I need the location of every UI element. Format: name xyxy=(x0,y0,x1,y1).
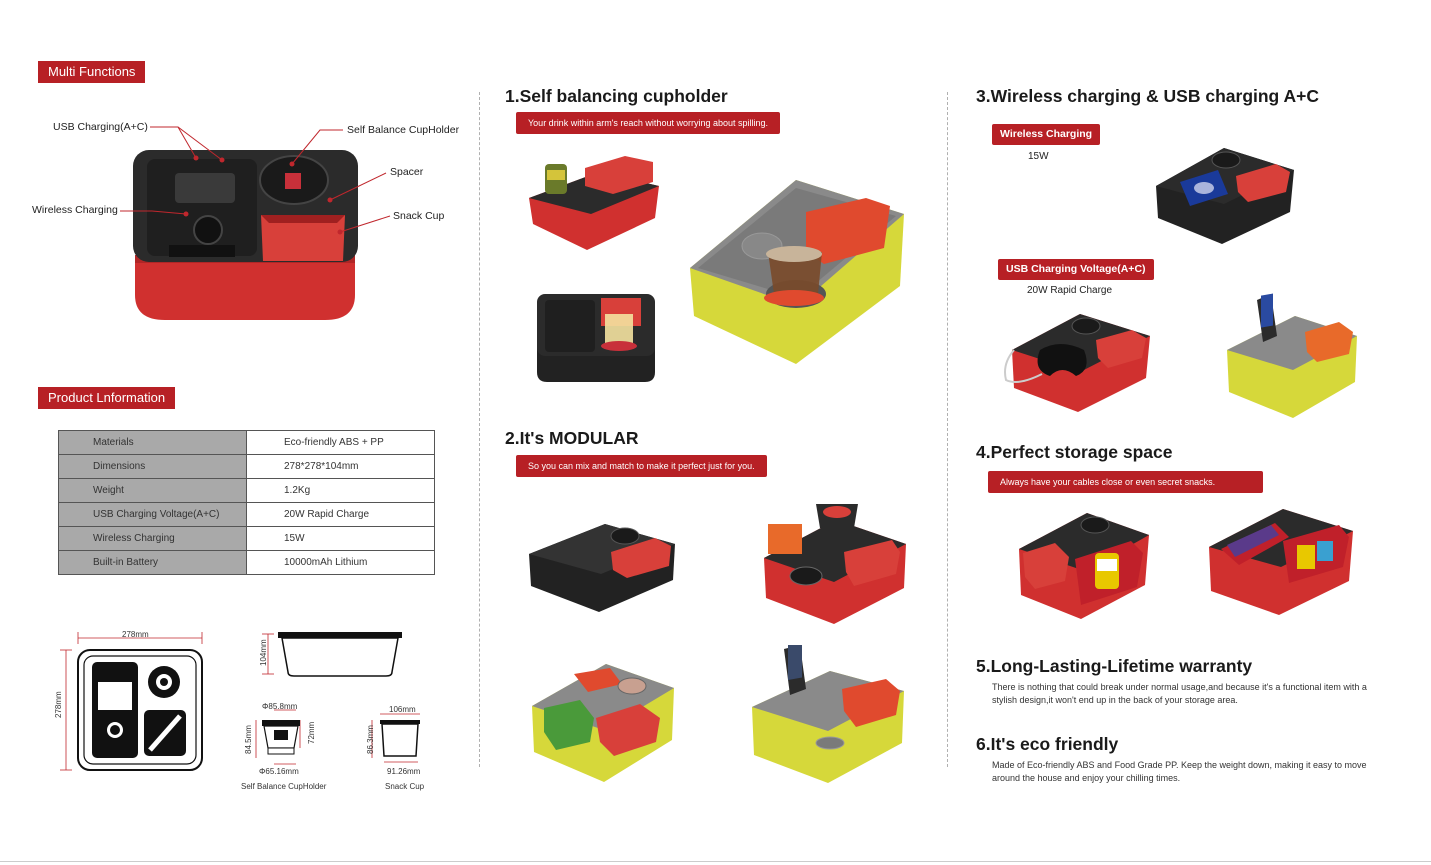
info-table-row: USB Charging Voltage(A+C)20W Rapid Charg… xyxy=(58,502,435,527)
modular-red-four-cup-render xyxy=(764,504,906,624)
info-table-value: Eco-friendly ABS + PP xyxy=(246,430,435,455)
info-table-value: 278*278*104mm xyxy=(246,454,435,479)
section-1-ribbon: Your drink within arm's reach without wo… xyxy=(516,112,780,134)
info-table-value: 15W xyxy=(246,526,435,551)
callout-usb-charging: USB Charging(A+C) xyxy=(53,121,148,133)
wireless-charging-value: 15W xyxy=(1028,151,1049,162)
dim-cup-h2-label: 72mm xyxy=(307,721,316,744)
multi-functions-tag: Multi Functions xyxy=(38,61,146,83)
product-top-view-illustration xyxy=(133,150,358,320)
info-table-key: Materials xyxy=(58,430,247,455)
dim-cup-h1-label: 84.5mm xyxy=(244,725,253,754)
callout-spacer: Spacer xyxy=(390,166,424,178)
info-table-key: Weight xyxy=(58,478,247,503)
section-2-ribbon: So you can mix and match to make it perf… xyxy=(516,455,767,477)
usb-charging-value: 20W Rapid Charge xyxy=(1027,285,1113,296)
usb-red-controller-render xyxy=(1004,314,1150,412)
dim-depth-label: 104mm xyxy=(259,639,268,666)
product-red-cupholder-render xyxy=(529,156,659,250)
section-3-title: 3.Wireless charging & USB charging A+C xyxy=(976,86,1319,106)
product-yellow-large-render xyxy=(690,180,904,364)
technical-drawings xyxy=(60,632,420,771)
section-6-text: Made of Eco-friendly ABS and Food Grade … xyxy=(992,760,1367,783)
info-table-value: 20W Rapid Charge xyxy=(246,502,435,527)
dim-snack-top-label: 106mm xyxy=(389,705,416,714)
dim-snack-h-label: 86.3mm xyxy=(366,725,375,754)
section-5-title: 5.Long-Lasting-Lifetime warranty xyxy=(976,656,1253,676)
section-6-title: 6.It's eco friendly xyxy=(976,734,1119,754)
storage-red-snacks-render xyxy=(1209,509,1353,615)
info-table-key: USB Charging Voltage(A+C) xyxy=(58,502,247,527)
section-4-ribbon: Always have your cables close or even se… xyxy=(988,471,1264,493)
callout-lines xyxy=(120,126,391,235)
column-divider-right xyxy=(947,92,948,767)
callout-snack-cup: Snack Cup xyxy=(393,210,445,222)
modular-yellow-phone-render xyxy=(752,645,904,783)
info-table-key: Wireless Charging xyxy=(58,526,247,551)
section-5-text: There is nothing that could break under … xyxy=(992,682,1367,705)
wireless-charging-render xyxy=(1156,148,1294,244)
column-divider-left xyxy=(479,92,480,767)
info-table-value: 1.2Kg xyxy=(246,478,435,503)
dim-snack-caption: Snack Cup xyxy=(385,782,425,791)
info-table-key: Dimensions xyxy=(58,454,247,479)
dim-cup-top-label: Φ85.8mm xyxy=(262,702,298,711)
modular-yellow-green-render xyxy=(532,664,674,782)
wireless-charging-tag: Wireless Charging xyxy=(992,124,1101,145)
dim-width-label: 278mm xyxy=(122,630,149,639)
modular-black-render xyxy=(529,524,675,612)
section-2-title: 2.It's MODULAR xyxy=(505,428,639,448)
section-1-title: 1.Self balancing cupholder xyxy=(505,86,728,106)
product-black-drink-render xyxy=(537,294,655,382)
storage-red-can-render xyxy=(1019,513,1149,619)
callout-wireless-charging: Wireless Charging xyxy=(32,204,118,216)
usb-charging-tag: USB Charging Voltage(A+C) xyxy=(998,259,1154,280)
product-information-tag: Product Lnformation xyxy=(38,387,176,409)
callout-self-balance-cupholder: Self Balance CupHolder xyxy=(347,124,460,136)
info-table-key: Built-in Battery xyxy=(58,550,247,575)
dim-cup-bottom-label: Φ65.16mm xyxy=(259,767,299,776)
dim-cup-caption: Self Balance CupHolder xyxy=(241,782,327,791)
usb-yellow-phone-render xyxy=(1227,293,1357,418)
info-table-value: 10000mAh Lithium xyxy=(246,550,435,575)
section-4-title: 4.Perfect storage space xyxy=(976,442,1173,462)
dim-snack-bottom-label: 91.26mm xyxy=(387,767,421,776)
bottom-rule xyxy=(0,861,1431,862)
dim-height-label: 278mm xyxy=(54,691,63,718)
